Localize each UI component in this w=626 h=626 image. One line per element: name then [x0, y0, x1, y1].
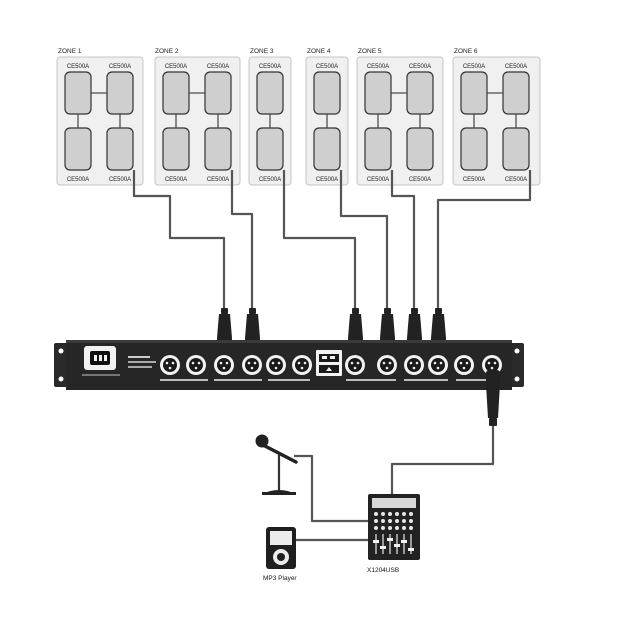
speaker-label: CE500A — [463, 64, 485, 70]
speaker-label: CE500A — [505, 64, 527, 70]
speaker-label: CE500A — [367, 177, 389, 183]
xlr-jack-icon — [454, 355, 474, 375]
zone-label: ZONE 4 — [307, 48, 331, 55]
xlr-jack-icon — [292, 355, 312, 375]
speaker-label: CE500A — [207, 177, 229, 183]
speaker-icon — [204, 127, 232, 171]
speaker-label: CE500A — [207, 64, 229, 70]
mp3-player-label: MP3 Player — [263, 575, 297, 582]
speaker-icon — [502, 71, 530, 115]
speaker-label: CE500A — [367, 64, 389, 70]
speaker-icon — [64, 127, 92, 171]
zone-label: ZONE 6 — [454, 48, 478, 55]
xlr-jack-icon — [186, 355, 206, 375]
speaker-label: CE500A — [165, 64, 187, 70]
speaker-icon — [204, 71, 232, 115]
zone-2: ZONE 2 CE500A CE500A CE500A CE500A — [154, 48, 241, 186]
input-cables — [294, 426, 495, 542]
input-connector-icon — [486, 370, 500, 426]
xlr-jacks — [160, 355, 502, 375]
zone-3: ZONE 3 CE500A CE500A — [248, 48, 292, 186]
speaker-label: CE500A — [109, 64, 131, 70]
xlr-jack-icon — [242, 355, 262, 375]
xlr-jack-icon — [214, 355, 234, 375]
zone-6: ZONE 6 CE500A CE500A CE500A CE500A — [452, 48, 541, 186]
speaker-icon — [313, 71, 341, 115]
zone-4: ZONE 4 CE500A CE500A — [305, 48, 349, 186]
speaker-label: CE500A — [316, 177, 338, 183]
speaker-icon — [162, 71, 190, 115]
microphone-icon — [255, 434, 298, 495]
xlr-jack-icon — [266, 355, 286, 375]
xlr-jack-icon — [428, 355, 448, 375]
speaker-label: CE500A — [109, 177, 131, 183]
speaker-label: CE500A — [316, 64, 338, 70]
speaker-icon — [364, 127, 392, 171]
speaker-label: CE500A — [67, 64, 89, 70]
speaker-icon — [406, 71, 434, 115]
speaker-label: CE500A — [67, 177, 89, 183]
speaker-icon — [460, 127, 488, 171]
speaker-icon — [460, 71, 488, 115]
speaker-icon — [256, 127, 284, 171]
rack-unit — [54, 340, 524, 390]
xlr-jack-icon — [345, 355, 365, 375]
xlr-jack-icon — [377, 355, 397, 375]
mp3-player-icon: MP3 Player — [263, 527, 297, 582]
speaker-icon — [406, 127, 434, 171]
speaker-icon — [256, 71, 284, 115]
speaker-icon — [162, 127, 190, 171]
mixer-device: X1204USB — [367, 494, 420, 574]
speaker-label: CE500A — [463, 177, 485, 183]
speaker-icon — [364, 71, 392, 115]
xlr-jack-icon — [160, 355, 180, 375]
speaker-cables — [132, 170, 532, 310]
zone-label: ZONE 5 — [358, 48, 382, 55]
speaker-label: CE500A — [409, 177, 431, 183]
zone-1: ZONE 1 CE500A CE500A CE500A CE500A — [56, 48, 144, 186]
mixer-label: X1204USB — [367, 567, 399, 574]
speaker-label: CE500A — [505, 177, 527, 183]
speaker-icon — [313, 127, 341, 171]
speaker-label: CE500A — [259, 64, 281, 70]
speaker-label: CE500A — [409, 64, 431, 70]
zone-label: ZONE 3 — [250, 48, 274, 55]
speaker-icon — [106, 127, 134, 171]
zone-5: ZONE 5 CE500A CE500A CE500A CE500A — [356, 48, 444, 186]
zone-label: ZONE 2 — [155, 48, 179, 55]
speaker-icon — [502, 127, 530, 171]
speaker-label: CE500A — [259, 177, 281, 183]
xlr-jack-icon — [404, 355, 424, 375]
zone-label: ZONE 1 — [58, 48, 82, 55]
speaker-icon — [64, 71, 92, 115]
speaker-label: CE500A — [165, 177, 187, 183]
speaker-icon — [106, 71, 134, 115]
